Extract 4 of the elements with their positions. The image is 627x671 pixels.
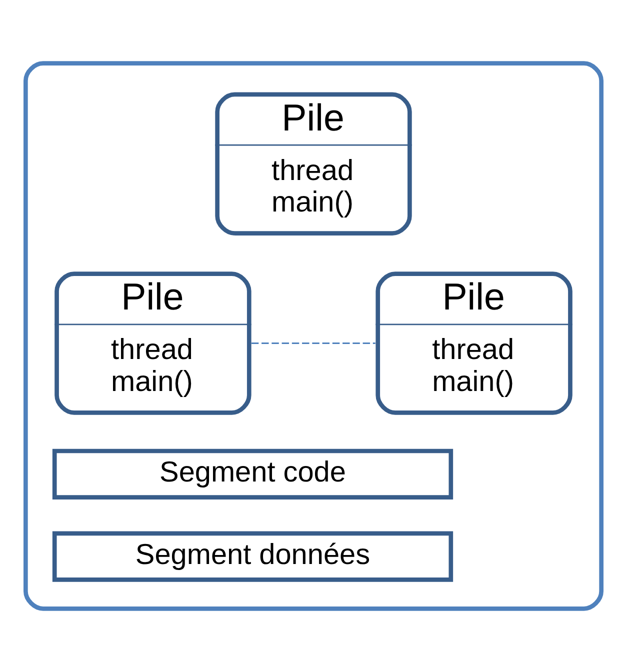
- node-box: Segment code: [52, 448, 454, 499]
- connector: [251, 342, 376, 344]
- cluster: [24, 60, 604, 610]
- node-box: Segment données: [52, 530, 454, 582]
